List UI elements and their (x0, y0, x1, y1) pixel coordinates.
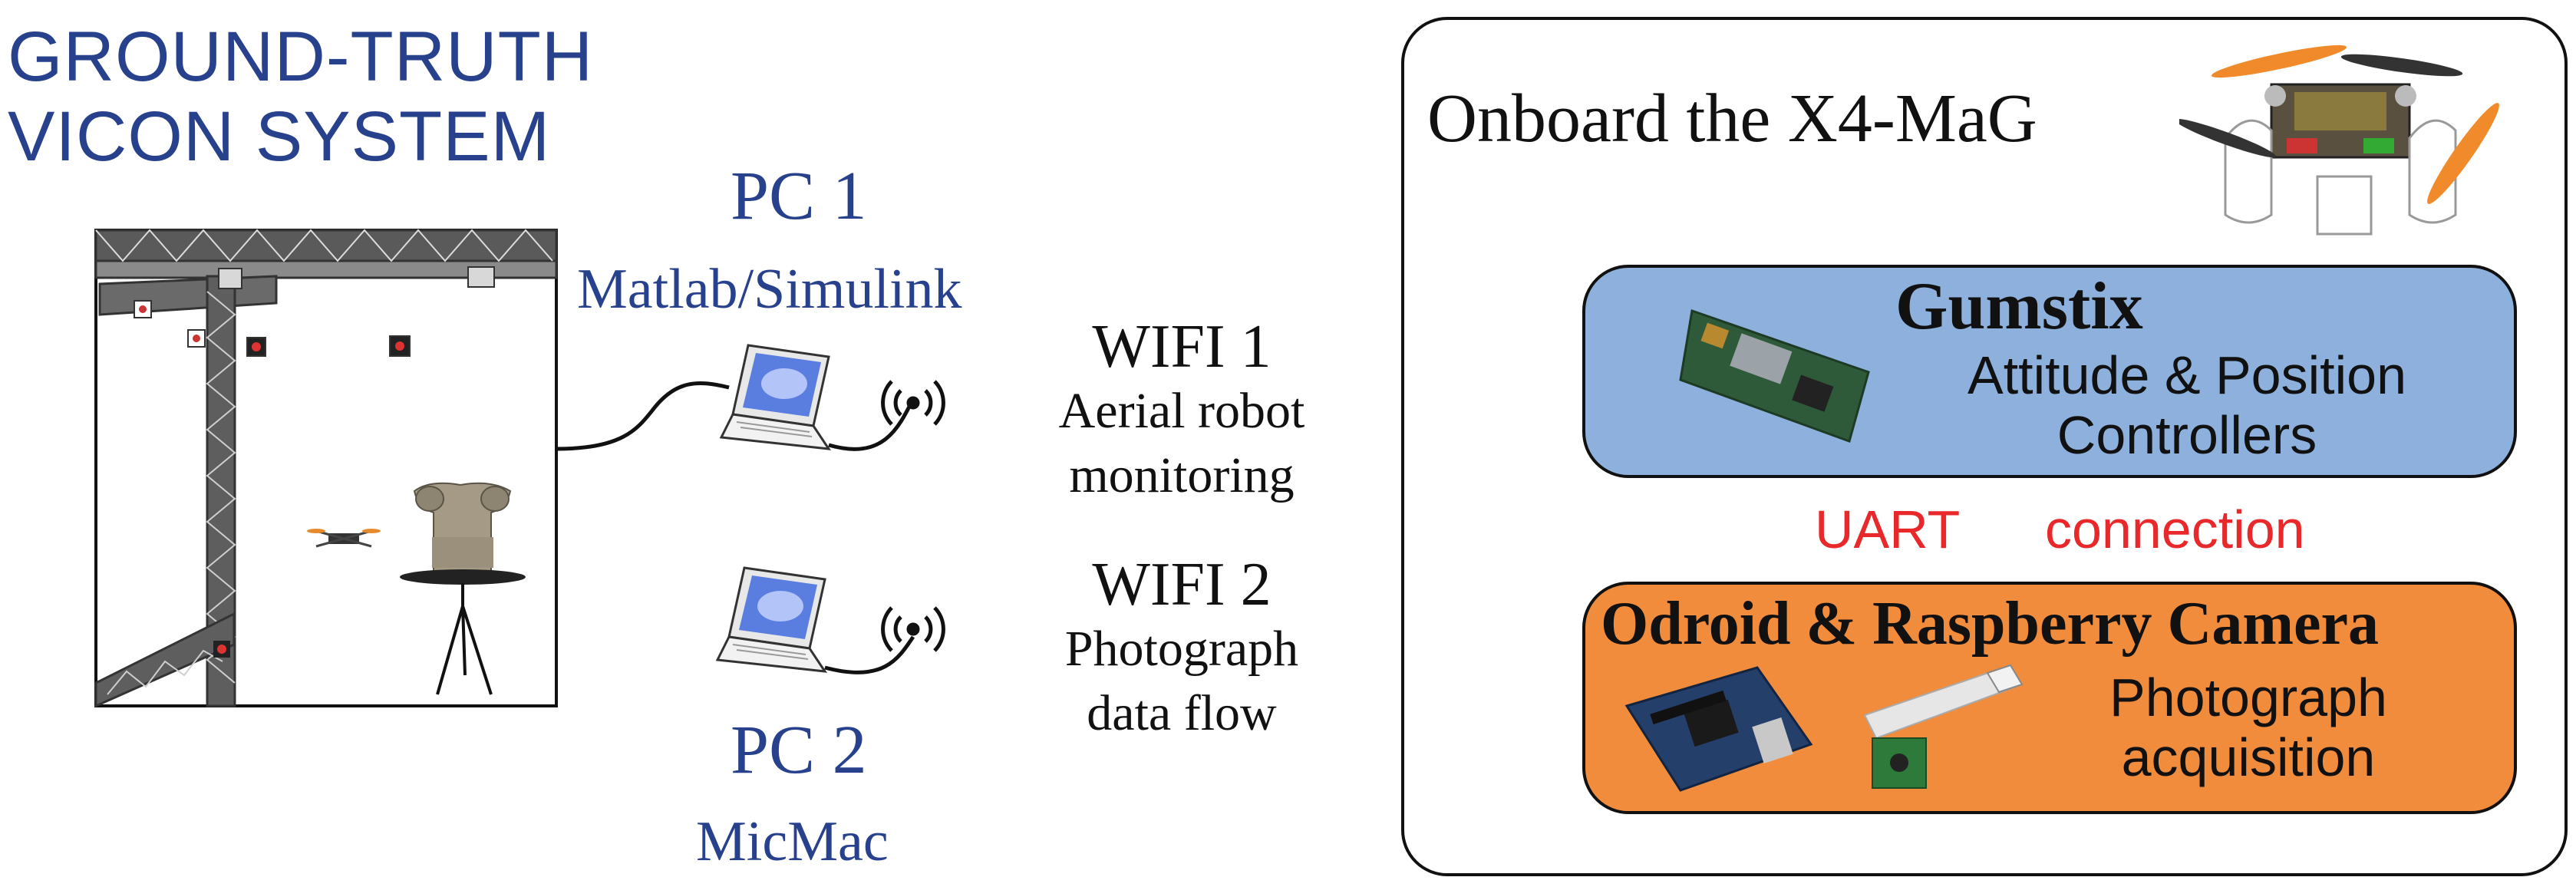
wifi1-desc-line2: monitoring (1069, 447, 1295, 503)
uart-right-label: connection (2045, 500, 2305, 559)
odroid-desc-line1: Photograph (2109, 668, 2387, 727)
circuit-board-icon (1679, 308, 1870, 443)
odroid-desc: Photograph acquisition (2057, 668, 2440, 787)
wifi1-label: WIFI 1 (1092, 313, 1272, 381)
wifi2-desc-line1: Photograph (1064, 621, 1299, 677)
drone-icon (307, 529, 381, 548)
vicon-title: GROUND-TRUTH VICON SYSTEM (8, 17, 593, 176)
quadrotor-photo (2179, 45, 2499, 236)
laptop-icon (719, 344, 832, 450)
wifi1-block: WIFI 1 Aerial robot monitoring (1021, 315, 1343, 508)
truss-frame (94, 229, 558, 708)
cable-pc2-antenna (824, 635, 915, 674)
pc2-software: MicMac (696, 810, 889, 873)
antenna-icon (881, 606, 945, 652)
vicon-title-line2: VICON SYSTEM (8, 97, 551, 176)
wifi2-label: WIFI 2 (1092, 551, 1272, 618)
cable-pc1-antenna (828, 397, 915, 451)
cable-room-pc1 (556, 381, 730, 451)
wifi2-block: WIFI 2 Photograph data flow (1021, 552, 1343, 746)
camera-module-icon (1863, 664, 2024, 789)
onboard-title: Onboard the X4-MaG (1427, 81, 2037, 157)
gumstix-title: Gumstix (1895, 269, 2143, 344)
wifi1-desc-line1: Aerial robot (1058, 383, 1305, 439)
vicon-room (94, 229, 558, 708)
odroid-title: Odroid & Raspberry Camera (1601, 590, 2379, 658)
wifi2-desc-line2: data flow (1087, 685, 1277, 741)
pc2-label: PC 2 (731, 712, 867, 788)
pc1-label: PC 1 (731, 158, 867, 234)
gumstix-desc-line1: Attitude & Position (1967, 345, 2406, 405)
antenna-icon (881, 380, 945, 426)
laptop-icon (715, 566, 828, 673)
camera-icon (134, 266, 495, 658)
circuit-board-icon (1624, 666, 1813, 792)
tripod (436, 583, 493, 695)
vicon-title-line1: GROUND-TRUTH (8, 18, 594, 96)
gumstix-desc: Attitude & Position Controllers (1911, 345, 2463, 465)
pc1-software: Matlab/Simulink (577, 258, 962, 321)
uart-left-label: UART (1815, 500, 1961, 559)
gumstix-desc-line2: Controllers (2057, 405, 2317, 465)
odroid-desc-line2: acquisition (2121, 727, 2376, 787)
column-statue (400, 482, 526, 585)
